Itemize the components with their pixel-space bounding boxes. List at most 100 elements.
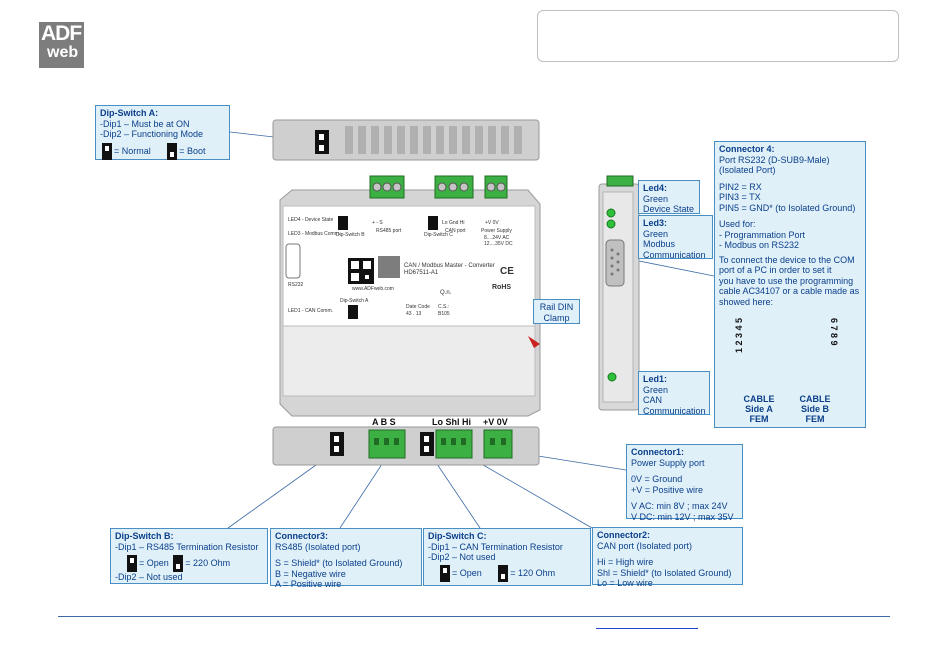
power-supply-label: Power Supply — [481, 228, 512, 234]
callout-line: port of a PC in order to set it — [719, 265, 832, 275]
can-terminal-labels: Lo Gnd Hi — [442, 220, 465, 226]
callout-line: A = Positive wire — [275, 579, 342, 589]
callout-title: Connector1: — [631, 447, 685, 457]
led4-small-label: LED4 - Device State — [288, 217, 334, 223]
callout-line: -Dip2 – Functioning Mode — [100, 129, 204, 139]
led3-callout: Led3: Green Modbus Communication — [638, 215, 713, 260]
callout-title: Led1: — [643, 374, 668, 384]
dip-switch-c-callout: Dip-Switch C: -Dip1 – CAN Termination Re… — [423, 528, 591, 586]
callout-line: 0V = Ground — [631, 474, 683, 484]
callout-line: Rail DIN — [539, 302, 574, 312]
led1-callout: Led1: Green CAN Communication — [638, 371, 710, 416]
callout-line: showed here: — [719, 296, 774, 307]
callout-title: Connector3: — [275, 531, 329, 541]
callout-line: Modbus — [643, 239, 676, 249]
dip-c-small-label: Dip-Switch C — [424, 232, 453, 238]
callout-line: Green — [643, 228, 669, 239]
callout-line: PIN2 = RX — [719, 181, 762, 192]
dip-open-icon — [440, 564, 450, 582]
rs485-terminal-labels: + - S — [372, 220, 383, 226]
callout-line: +V = Positive wire — [631, 484, 704, 495]
callout-line: V AC: min 8V ; max 24V — [631, 501, 728, 511]
rs485-bottom-terminals: A B S — [372, 417, 396, 427]
callout-line: -Dip2 – Not used — [428, 552, 496, 562]
callout-line: -Dip1 – Must be at ON — [100, 118, 190, 129]
callout-line: Green — [643, 384, 669, 395]
rs485-port-label: RS485 port — [376, 228, 402, 234]
connector3-callout: Connector3: RS485 (Isolated port) S = Sh… — [270, 528, 422, 589]
callout-line: Communication — [643, 249, 706, 260]
rail-din-callout: Rail DIN Clamp — [533, 299, 580, 324]
power-terminal-labels: +V 0V — [485, 220, 499, 226]
logo-text-web: web — [47, 44, 79, 61]
ce-mark: CE — [500, 266, 514, 277]
led1-small-label: LED1 - CAN Comm. — [288, 308, 334, 314]
callout-line: Power Supply port — [631, 457, 705, 468]
title-box — [537, 10, 899, 62]
callout-line: S = Shield* (to Isolated Ground) — [275, 558, 403, 568]
dip-open-label: = Open — [139, 557, 169, 568]
dip-open-icon — [127, 555, 137, 572]
callout-line: Hi = High wire — [597, 557, 654, 567]
callout-line: B = Negative wire — [275, 568, 346, 579]
callout-line: Shl = Shield* (to Isolated Ground) — [597, 567, 732, 578]
device-website: www.ADFweb.com — [352, 286, 394, 292]
callout-line: you have to use the programming — [719, 275, 854, 286]
connector1-callout: Connector1: Power Supply port 0V = Groun… — [626, 444, 743, 522]
dip-switch-a-callout: Dip-Switch A: -Dip1 – Must be at ON -Dip… — [95, 105, 230, 160]
dip-120ohm-icon — [498, 564, 509, 582]
adfweb-logo: ADF web — [39, 22, 84, 68]
callout-line: - Programmation Port — [719, 229, 806, 240]
callout-title: Dip-Switch A: — [100, 108, 159, 118]
callout-line: To connect the device to the COM — [719, 254, 855, 265]
callout-line: -Dip1 – RS485 Termination Resistor — [115, 541, 259, 552]
callout-title: Dip-Switch B: — [115, 531, 174, 541]
callout-line: CAN — [643, 395, 663, 405]
db9-side-a-pins: 1 2 3 4 5 — [734, 318, 744, 354]
callout-line: Clamp — [543, 312, 570, 323]
power-range-ac: 8....24V AC — [484, 235, 510, 241]
date-code-label: Date Code — [406, 304, 430, 310]
cs-label: C.S.: — [438, 304, 450, 310]
callout-line: -Dip2 – Not used — [115, 572, 183, 582]
callout-line: Used for: — [719, 219, 756, 229]
power-bottom-terminals: +V 0V — [483, 417, 508, 427]
cs-value: B105 — [438, 311, 450, 317]
callout-title: Led4: — [643, 183, 668, 193]
dip-120ohm-label: = 120 Ohm — [510, 567, 556, 578]
product-code: HD67511-A1 — [404, 270, 439, 276]
callout-line: cable AC34107 or a cable made as — [719, 286, 860, 296]
dip-220ohm-label: = 220 Ohm — [185, 557, 231, 568]
callout-line: PIN5 = GND* (to Isolated Ground) — [719, 202, 856, 213]
callout-line: Lo = Low wire — [597, 578, 653, 588]
callout-line: Port RS232 (D-SUB9-Male) — [719, 154, 830, 165]
led4-callout: Led4: Green Device State — [638, 180, 700, 214]
footer-link[interactable] — [596, 628, 698, 629]
callout-line: (Isolated Port) — [719, 165, 776, 175]
can-port-label: CAN port — [445, 228, 466, 234]
dip-boot-label: = Boot — [179, 145, 206, 156]
rs232-small-label: RS232 — [288, 282, 304, 288]
callout-title: Dip-Switch C: — [428, 531, 487, 541]
power-range-dc: 12....35V DC — [484, 241, 513, 247]
cable-side-b-label: CABLE Side B FEM — [799, 394, 831, 424]
dip-open-label: = Open — [452, 567, 482, 578]
callout-line: Device State — [643, 204, 695, 214]
callout-line: Green — [643, 193, 669, 204]
dip-220ohm-icon — [173, 555, 184, 572]
dip-boot-icon — [167, 142, 178, 160]
callout-title: Connector2: — [597, 530, 651, 540]
date-code-value: 43 . 13 — [406, 311, 422, 317]
callout-line: -Dip1 – CAN Termination Resistor — [428, 541, 563, 552]
rohs-mark: RoHS — [492, 284, 512, 291]
dip-normal-icon — [102, 142, 112, 160]
db9-side-b-pins: 6 7 8 9 — [829, 318, 839, 346]
callout-line: PIN3 = TX — [719, 192, 761, 202]
callout-line: - Modbus on RS232 — [719, 240, 800, 250]
callout-line: V DC: min 12V ; max 35V — [631, 511, 734, 522]
product-name: CAN / Modbus Master - Converter — [404, 263, 495, 269]
dip-b-small-label: Dip-Switch B — [336, 232, 365, 238]
callout-title: Connector 4: — [719, 144, 775, 154]
led3-small-label: LED3 - Modbus Comm. — [288, 231, 341, 237]
dip-switch-b-callout: Dip-Switch B: -Dip1 – RS485 Termination … — [110, 528, 268, 584]
